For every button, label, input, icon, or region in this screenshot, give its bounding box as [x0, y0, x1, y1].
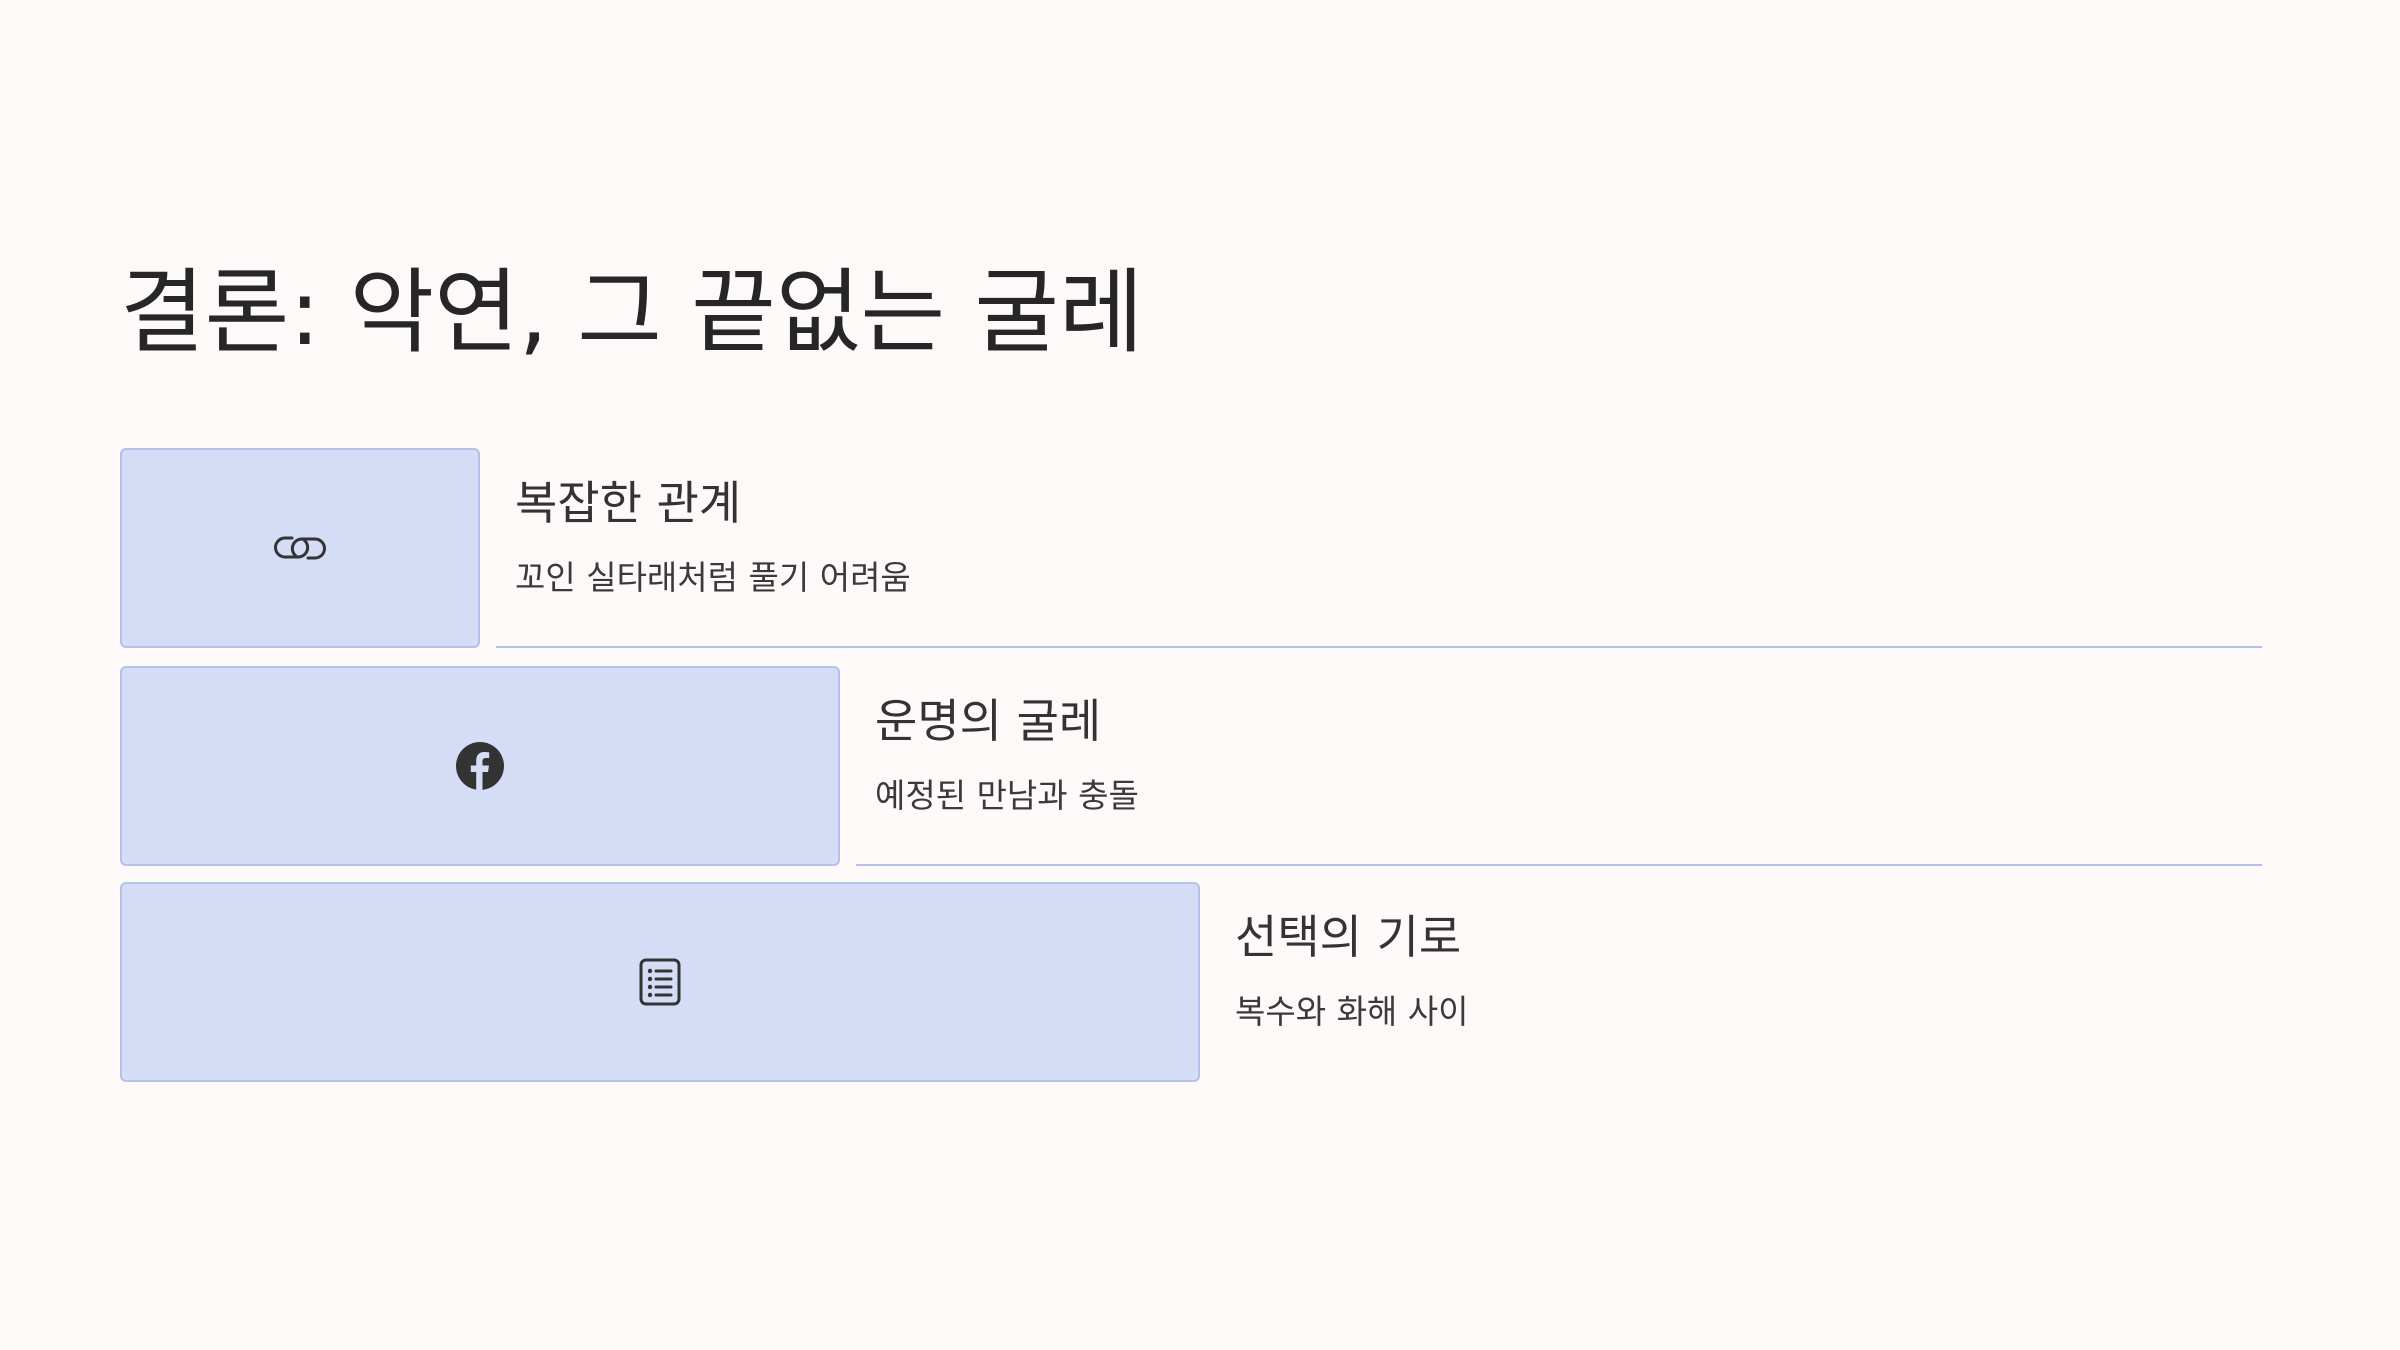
facebook-icon	[455, 741, 505, 791]
row-divider-2	[856, 864, 2262, 866]
slide-title: 결론: 악연, 그 끝없는 굴레	[120, 259, 1144, 366]
item-description: 복수와 화해 사이	[1235, 992, 1469, 1031]
item-heading: 운명의 굴레	[875, 694, 1102, 748]
item-card-2	[120, 666, 840, 866]
item-description: 꼬인 실타래처럼 풀기 어려움	[515, 558, 911, 597]
item-row-1: 복잡한 관계 꼬인 실타래처럼 풀기 어려움	[120, 448, 2262, 648]
item-row-3: 선택의 기로 복수와 화해 사이	[120, 882, 2262, 1082]
list-icon	[638, 957, 682, 1007]
item-row-2: 운명의 굴레 예정된 만남과 충돌	[120, 666, 2262, 866]
link-icon	[274, 529, 326, 567]
item-heading: 선택의 기로	[1235, 910, 1462, 964]
item-card-3	[120, 882, 1200, 1082]
item-card-1	[120, 448, 480, 648]
item-heading: 복잡한 관계	[515, 476, 742, 530]
item-description: 예정된 만남과 충돌	[875, 776, 1139, 815]
row-divider-1	[496, 646, 2262, 648]
